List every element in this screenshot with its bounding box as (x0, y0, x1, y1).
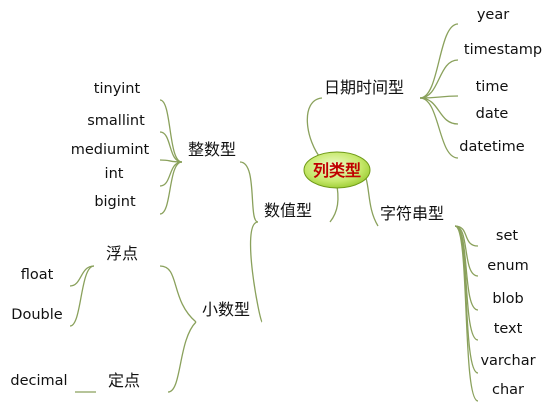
leaf-smallint: smallint (87, 113, 145, 129)
branch-label-decimal-types: 小数型 (202, 300, 250, 319)
leaf-double: Double (11, 307, 62, 323)
branch-label-integer: 整数型 (188, 140, 236, 159)
root-node-label: 列类型 (313, 161, 361, 180)
leaf-text: text (494, 321, 523, 337)
connector-datetime-date (419, 97, 459, 125)
branch-label-numeric: 数值型 (264, 201, 312, 220)
connector-string-char (454, 225, 479, 402)
branch-string: 字符串型 set enum blob text varchar char (376, 204, 542, 403)
connector-string-varchar (454, 225, 479, 374)
connector-numeric-decimal (249, 221, 263, 323)
leaf-enum: enum (487, 258, 528, 274)
leaf-year: year (477, 7, 509, 23)
connector-root-datetime (306, 97, 323, 161)
branch-label-datetime: 日期时间型 (324, 78, 404, 97)
leaf-int: int (105, 166, 124, 182)
leaf-float: float (21, 267, 54, 283)
connector-integer-bigint (159, 161, 183, 215)
branch-datetime: 日期时间型 year timestamp time date datetime (320, 7, 550, 160)
connector-numeric-integer (239, 161, 259, 223)
connector-datetime-year (419, 23, 459, 99)
connector-integer-tinyint (159, 99, 183, 163)
leaf-blob: blob (492, 291, 523, 307)
branch-label-float: 浮点 (106, 244, 138, 263)
leaf-char: char (492, 382, 524, 398)
connector-datetime-datetime (419, 97, 459, 159)
connector-float-double (69, 265, 95, 327)
connector-decimal-fixed (167, 321, 197, 393)
leaf-time: time (476, 79, 509, 95)
leaf-varchar: varchar (480, 353, 535, 369)
branch-label-string: 字符串型 (380, 204, 444, 223)
connector-datetime-timestamp (419, 59, 459, 99)
leaf-date: date (476, 106, 509, 122)
connector-decimal-float (159, 265, 197, 323)
leaf-set: set (496, 228, 518, 244)
root-node: 列类型 (303, 151, 371, 189)
leaf-decimal: decimal (10, 373, 67, 389)
connector-float-float (69, 265, 95, 287)
leaf-timestamp: timestamp (464, 42, 542, 58)
leaf-mediumint: mediumint (71, 142, 150, 158)
leaf-datetime: datetime (459, 139, 525, 155)
branch-label-fixed: 定点 (108, 371, 140, 390)
leaf-tinyint: tinyint (94, 81, 141, 97)
branch-numeric: 数值型 整数型 tinyint smallint mediumint int b… (2, 81, 332, 394)
connector-integer-smallint (159, 131, 183, 163)
connector-lines (69, 23, 479, 402)
root-node-bubble (303, 151, 371, 189)
leaf-bigint: bigint (94, 194, 136, 210)
